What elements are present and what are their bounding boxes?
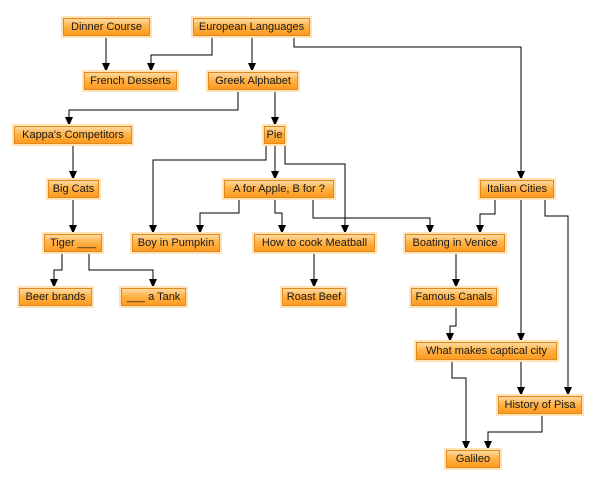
node-boating-in-venice[interactable]: Boating in Venice <box>405 234 505 252</box>
edge-italian-to-pisa <box>544 198 572 396</box>
node-how-to-cook-meatball[interactable]: How to cook Meatball <box>254 234 375 252</box>
node-galileo[interactable]: Galileo <box>446 450 500 468</box>
node-tiger[interactable]: Tiger ___ <box>44 234 102 252</box>
node-big-cats[interactable]: Big Cats <box>48 180 99 198</box>
node-what-makes-capital-city[interactable]: What makes captical city <box>416 342 557 360</box>
edge-tiger-to-beer <box>50 252 63 288</box>
node-beer-brands[interactable]: Beer brands <box>19 288 92 306</box>
edge-tiger-to-tank <box>88 252 157 288</box>
edge-pie-to-boy <box>149 144 267 234</box>
edge-capital-to-galileo <box>451 360 470 450</box>
node-history-of-pisa[interactable]: History of Pisa <box>498 396 582 414</box>
node-boy-in-pumpkin[interactable]: Boy in Pumpkin <box>132 234 220 252</box>
node-italian-cities[interactable]: Italian Cities <box>480 180 554 198</box>
edge-euro-to-italian <box>293 36 525 180</box>
edge-afor-to-boy <box>196 198 240 234</box>
edge-afor-to-meatball <box>274 198 286 234</box>
edge-italian-to-boating <box>476 198 496 234</box>
node-european-languages[interactable]: European Languages <box>193 18 310 36</box>
edge-afor-to-boating <box>312 198 434 234</box>
node-famous-canals[interactable]: Famous Canals <box>411 288 497 306</box>
node-french-desserts[interactable]: French Desserts <box>84 72 177 90</box>
edge-euro-to-french <box>147 36 213 72</box>
edge-pisa-to-galileo <box>484 414 543 450</box>
node-a-tank[interactable]: ___ a Tank <box>121 288 186 306</box>
edge-greek-to-kappa <box>65 90 239 126</box>
node-greek-alphabet[interactable]: Greek Alphabet <box>208 72 298 90</box>
edge-pie-to-meatball <box>284 144 349 234</box>
node-a-for-apple[interactable]: A for Apple, B for ? <box>224 180 334 198</box>
node-dinner-course[interactable]: Dinner Course <box>63 18 150 36</box>
edge-canals-to-capital <box>446 306 457 342</box>
node-pie[interactable]: Pie <box>264 126 285 144</box>
node-roast-beef[interactable]: Roast Beef <box>282 288 346 306</box>
node-kappas-competitors[interactable]: Kappa's Competitors <box>14 126 132 144</box>
